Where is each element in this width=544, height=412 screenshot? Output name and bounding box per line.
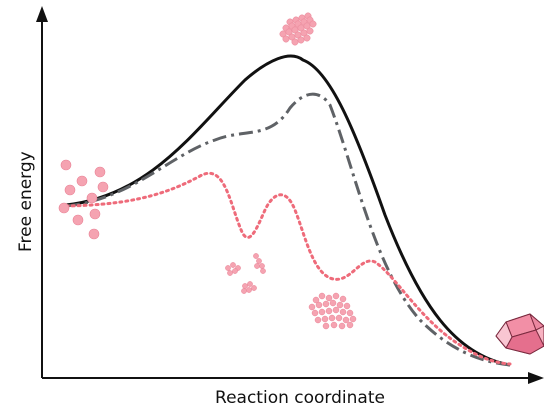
y-axis-label: Free energy: [16, 151, 36, 252]
dashdot-energy-curve: [65, 92, 511, 367]
dotted-energy-curve: [64, 172, 512, 366]
x-axis-label: Reaction coordinate: [215, 388, 385, 408]
dispersed-particles: [58, 159, 109, 240]
axes: [36, 6, 544, 384]
crystal-polyhedron-icon: [495, 313, 544, 355]
solid-energy-curve: [65, 54, 511, 367]
y-axis-arrow: [36, 6, 48, 22]
small-clusters: [225, 253, 266, 294]
x-axis-arrow: [528, 372, 544, 384]
ordered-nucleus: [279, 12, 317, 46]
amorphous-aggregate: [308, 292, 357, 330]
